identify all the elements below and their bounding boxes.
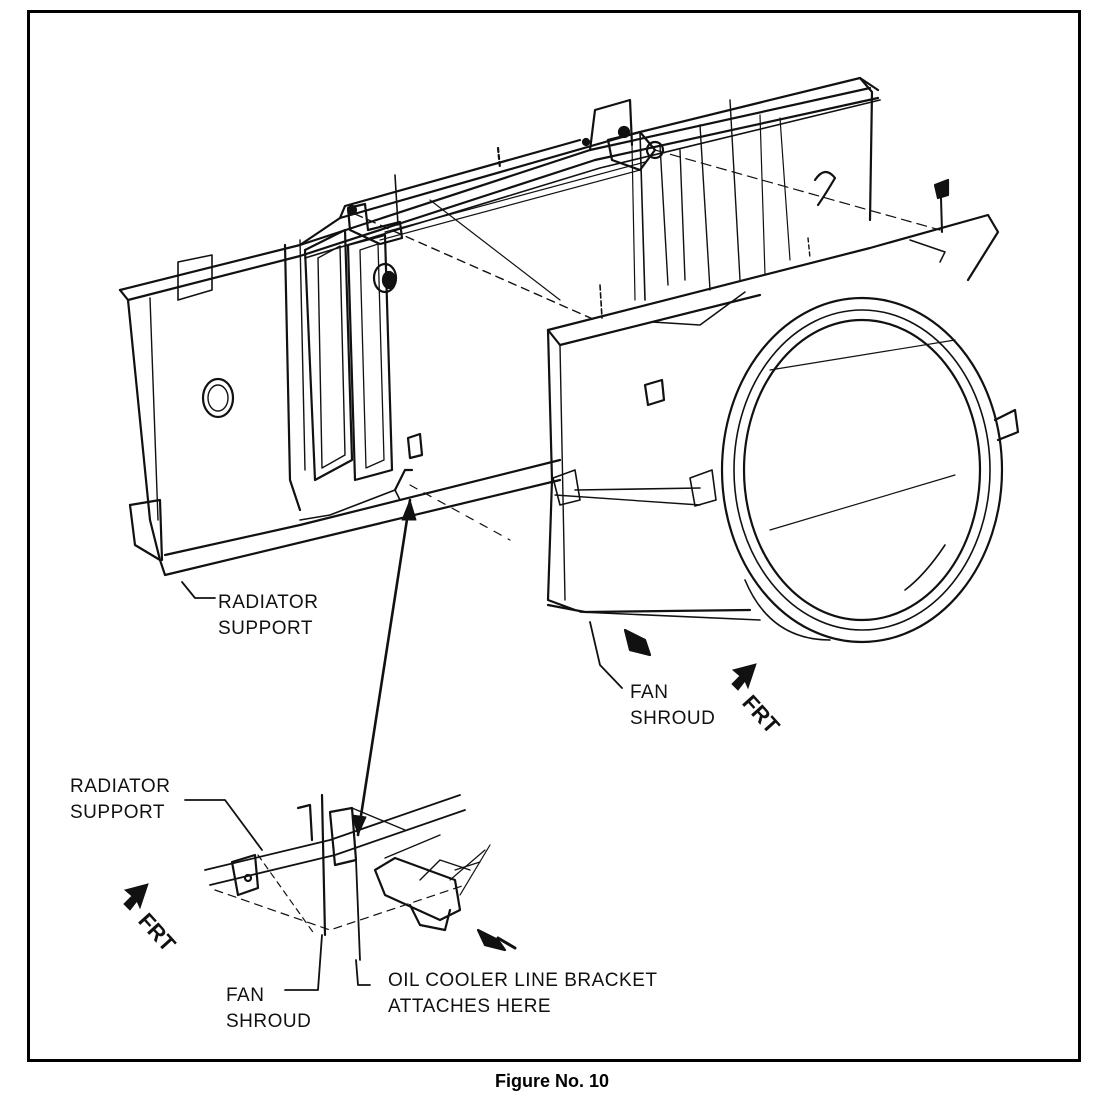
label-radiator-support-top: RADIATOR SUPPORT [218, 590, 318, 642]
label-line: SHROUD [630, 708, 716, 729]
label-line: SUPPORT [218, 618, 314, 639]
leader-radiator-support-top [181, 581, 216, 599]
radiator-support-illustration [118, 76, 881, 577]
frt-arrow-bottom-icon [123, 883, 149, 911]
fan-shroud-illustration [354, 149, 1020, 657]
label-line: SUPPORT [70, 802, 166, 823]
leader-fan-shroud-top [589, 621, 623, 689]
label-line: OIL COOLER LINE BRACKET [388, 970, 658, 991]
label-line: SHROUD [226, 1011, 312, 1032]
label-line: RADIATOR [70, 776, 171, 797]
label-radiator-support-bottom: RADIATOR SUPPORT [70, 774, 170, 826]
label-line: FAN [630, 682, 669, 703]
label-line: FAN [226, 985, 265, 1006]
frt-arrow-top-icon [731, 663, 757, 691]
label-oil-cooler-bracket: OIL COOLER LINE BRACKET ATTACHES HERE [388, 968, 657, 1020]
detail-view-illustration [184, 793, 517, 991]
figure-caption: Figure No. 10 [494, 1071, 610, 1091]
label-fan-shroud-top: FAN SHROUD [630, 680, 715, 732]
figure-frame [27, 10, 1081, 1062]
label-fan-shroud-bottom: FAN SHROUD [226, 983, 311, 1035]
label-line: ATTACHES HERE [388, 996, 552, 1017]
label-line: RADIATOR [218, 592, 319, 613]
detail-connection-arrow [351, 498, 417, 837]
